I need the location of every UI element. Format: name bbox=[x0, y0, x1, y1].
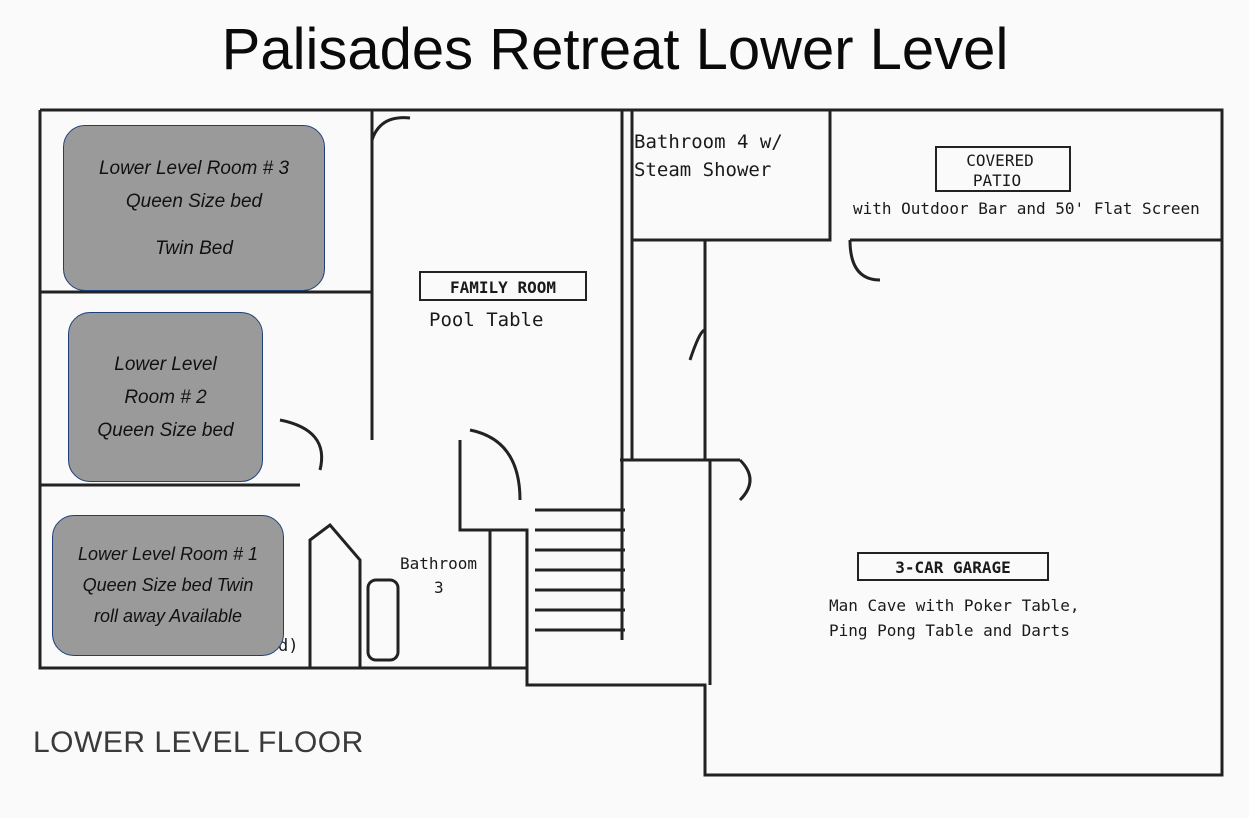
room2-line2: Room # 2 bbox=[124, 386, 207, 408]
room2-line1: Lower Level bbox=[114, 353, 217, 375]
room3-box: Lower Level Room # 3 Queen Size bed Twin… bbox=[63, 125, 325, 291]
patio-label-box bbox=[935, 146, 1071, 192]
garage-label: 3-CAR GARAGE bbox=[895, 558, 1011, 577]
garage-note2: Ping Pong Table and Darts bbox=[829, 621, 1070, 640]
room1-line3: roll away Available bbox=[93, 606, 243, 626]
patio-note: with Outdoor Bar and 50' Flat Screen bbox=[853, 199, 1200, 218]
bathroom3-line1: Bathroom bbox=[400, 554, 477, 573]
floor-label: LOWER LEVEL FLOOR bbox=[33, 726, 364, 759]
room3-line1: Lower Level Room # 3 bbox=[98, 157, 290, 179]
hidden-fragment: d) bbox=[278, 636, 298, 656]
bathroom3-line2: 3 bbox=[434, 578, 444, 597]
family-room-label: FAMILY ROOM bbox=[450, 278, 556, 297]
room3-line3: Twin Bed bbox=[155, 237, 233, 259]
garage-label-box bbox=[857, 552, 1049, 581]
room1-line2: Queen Size bed Twin bbox=[82, 575, 254, 595]
bathroom4-line2: Steam Shower bbox=[634, 159, 771, 181]
patio-line2: PATIO bbox=[973, 171, 1021, 190]
plan-walls bbox=[38, 108, 1224, 777]
garage-note1: Man Cave with Poker Table, bbox=[829, 596, 1079, 615]
room2-box: Lower Level Room # 2 Queen Size bed bbox=[68, 312, 263, 482]
patio-line1: COVERED bbox=[966, 151, 1033, 170]
room1-box: Lower Level Room # 1 Queen Size bed Twin… bbox=[52, 515, 284, 656]
bathroom4-line1: Bathroom 4 w/ bbox=[634, 131, 783, 153]
page-title: Palisades Retreat Lower Level bbox=[221, 17, 1009, 82]
room3-line2: Queen Size bed bbox=[125, 190, 263, 212]
room2-line3: Queen Size bed bbox=[97, 419, 234, 441]
room1-line1: Lower Level Room # 1 bbox=[77, 544, 259, 564]
family-room-note: Pool Table bbox=[429, 309, 543, 331]
family-room-label-box bbox=[419, 271, 587, 301]
